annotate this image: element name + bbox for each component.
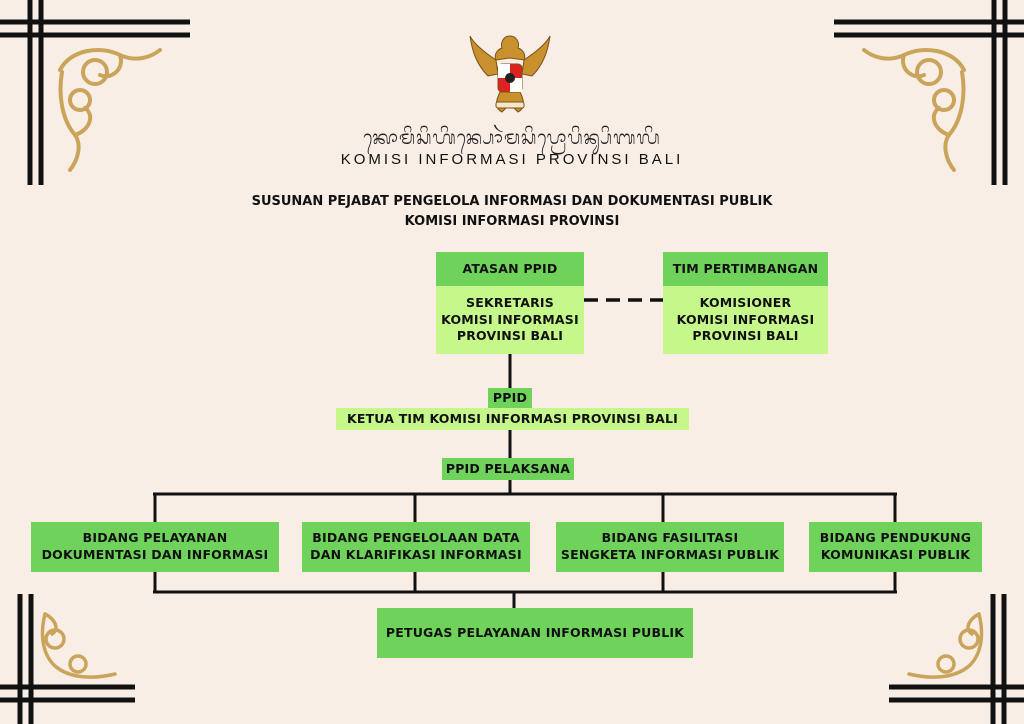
balinese-script-name: ᬓᭀᬫᬶᬲᬶᬳᬶᬦ᭄ᬧᭀᬃᬫᬲᬶᬧ᭄ᬭᭀᬧᬶᬦ᭄ᬲᬶᬩᬮᬶ xyxy=(363,127,661,149)
bidang-pendukung-box: BIDANG PENDUKUNG KOMUNIKASI PUBLIK xyxy=(809,522,982,572)
ppid-pelaksana: PPID PELAKSANA xyxy=(442,458,574,480)
tim-pertimbangan-body: KOMISIONER KOMISI INFORMASI PROVINSI BAL… xyxy=(663,286,828,354)
corner-ornament-icon xyxy=(834,0,1024,185)
bidang-1-line1: BIDANG PELAYANAN xyxy=(82,530,228,546)
atasan-line3: PROVINSI BALI xyxy=(456,328,564,344)
page-title-line2: KOMISI INFORMASI PROVINSI xyxy=(404,214,620,229)
bidang-4-line1: BIDANG PENDUKUNG xyxy=(819,530,972,546)
corner-ornament-icon xyxy=(0,0,190,185)
bidang-pengelolaan-box: BIDANG PENGELOLAAN DATA DAN KLARIFIKASI … xyxy=(302,522,530,572)
corner-ornament-icon xyxy=(889,594,1024,724)
bidang-2-line1: BIDANG PENGELOLAAN DATA xyxy=(312,530,520,546)
atasan-ppid-body: SEKRETARIS KOMISI INFORMASI PROVINSI BAL… xyxy=(436,286,584,354)
bidang-2-line2: DAN KLARIFIKASI INFORMASI xyxy=(310,547,522,562)
bidang-pelayanan-box: BIDANG PELAYANAN DOKUMENTASI DAN INFORMA… xyxy=(31,522,279,572)
org-name: KOMISI INFORMASI PROVINSI BALI xyxy=(340,151,684,168)
ppid-detail: KETUA TIM KOMISI INFORMASI PROVINSI BALI xyxy=(336,408,689,430)
atasan-line2: KOMISI INFORMASI xyxy=(441,311,579,327)
bidang-1-line2: DOKUMENTASI DAN INFORMASI xyxy=(41,547,269,562)
bidang-3-line2: SENGKETA INFORMASI PUBLIK xyxy=(560,547,780,562)
tim-pertimbangan-heading: TIM PERTIMBANGAN xyxy=(663,252,828,286)
atasan-line1: SEKRETARIS xyxy=(466,294,554,310)
garuda-emblem-icon xyxy=(469,35,551,113)
petugas-pelayanan-box: PETUGAS PELAYANAN INFORMASI PUBLIK xyxy=(377,608,693,658)
page-title-line1: SUSUNAN PEJABAT PENGELOLA INFORMASI DAN … xyxy=(251,194,773,209)
tim-line1: KOMISIONER xyxy=(699,294,792,310)
bidang-3-line1: BIDANG FASILITASI xyxy=(601,530,739,546)
bidang-fasilitasi-box: BIDANG FASILITASI SENGKETA INFORMASI PUB… xyxy=(556,522,784,572)
ppid-heading: PPID xyxy=(488,388,532,408)
tim-line2: KOMISI INFORMASI xyxy=(676,311,815,327)
bidang-4-line2: KOMUNIKASI PUBLIK xyxy=(820,547,971,562)
corner-ornament-icon xyxy=(0,594,135,724)
tim-line3: PROVINSI BALI xyxy=(692,328,799,344)
atasan-ppid-heading: ATASAN PPID xyxy=(436,252,584,286)
